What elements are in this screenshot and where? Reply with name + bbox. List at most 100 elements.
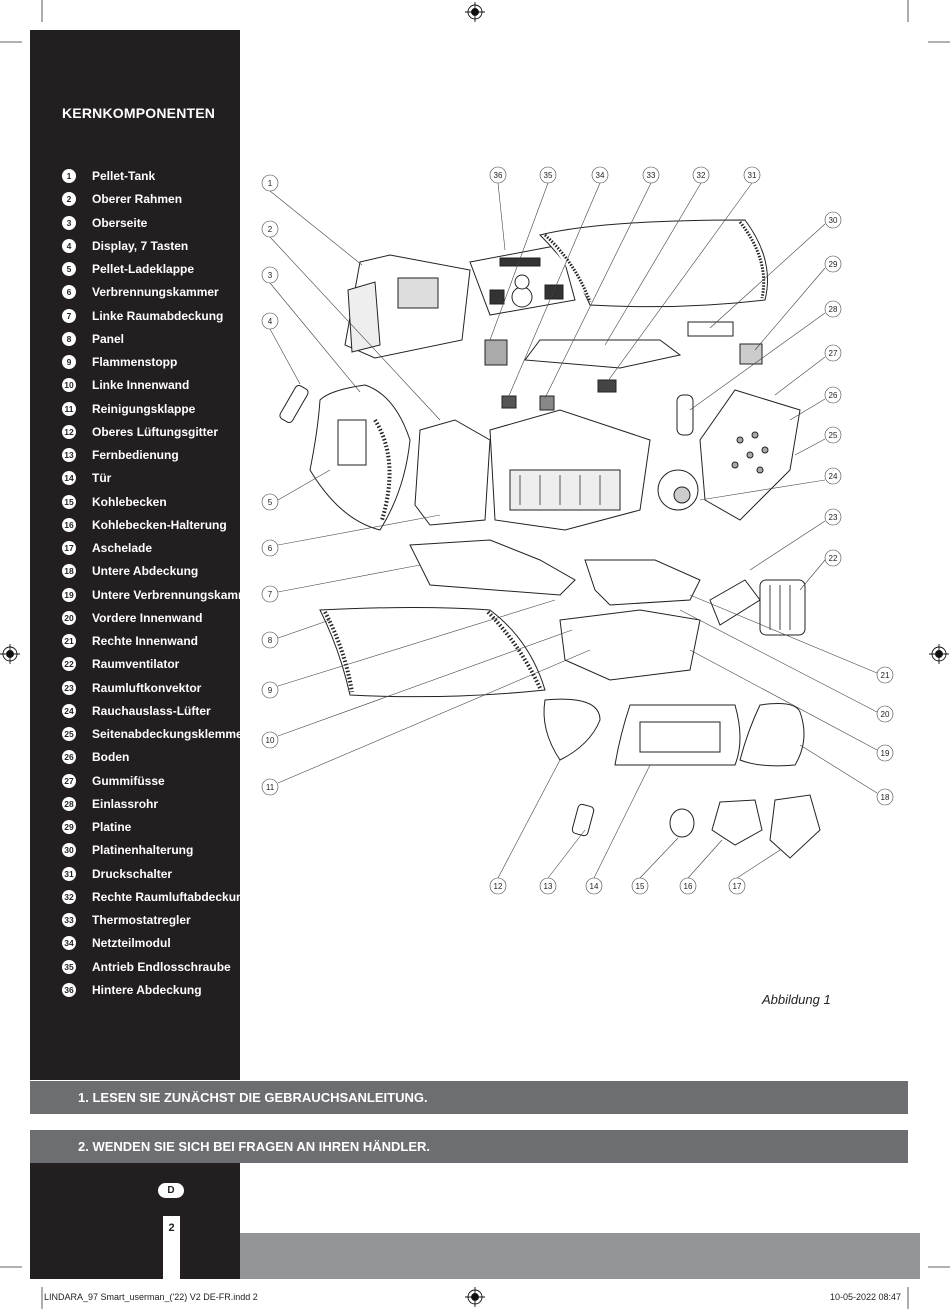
callout-25: 25 (824, 426, 842, 444)
part-number-badge: 32 (62, 889, 76, 904)
svg-text:24: 24 (829, 472, 838, 481)
part-label: Pellet-Tank (92, 169, 156, 183)
part-number-badge: 6 (62, 285, 76, 300)
part-number-badge: 17 (62, 541, 76, 555)
callout-31: 31 (743, 166, 761, 184)
svg-text:30: 30 (829, 216, 838, 225)
callout-19: 19 (876, 744, 894, 762)
part-label: Thermostatregler (92, 913, 191, 927)
part-item: 32 Rechte Raumluftabdeckung (62, 887, 251, 907)
part-label: Verbrennungskammer (92, 285, 219, 300)
part-number-badge: 2 (62, 192, 76, 207)
part-label: Linke Raumabdeckung (92, 308, 224, 323)
svg-text:18: 18 (881, 793, 890, 802)
part-item: 18 Untere Abdeckung (62, 561, 198, 581)
part-item: 23 Raumluftkonvektor (62, 678, 201, 698)
part-label: Tür (92, 471, 112, 486)
svg-text:8: 8 (268, 636, 273, 645)
svg-text:36: 36 (494, 171, 503, 180)
svg-text:17: 17 (733, 882, 742, 891)
part-label: Rechte Innenwand (92, 634, 199, 648)
callout-28: 28 (824, 300, 842, 318)
svg-text:9: 9 (268, 686, 273, 695)
svg-text:3: 3 (268, 271, 273, 280)
part-label: Rauchauslass-Lüfter (92, 703, 211, 718)
language-badge: D (158, 1183, 184, 1198)
part-label: Gummifüsse (92, 773, 165, 788)
callout-16: 16 (679, 877, 697, 895)
part-number-badge: 28 (62, 796, 76, 811)
callout-29: 29 (824, 255, 842, 273)
svg-text:33: 33 (647, 171, 656, 180)
part-number-badge: 21 (62, 634, 76, 648)
footer-filename: LINDARA_97 Smart_userman_('22) V2 DE-FR.… (44, 1292, 258, 1302)
part-label: Fernbedienung (92, 448, 179, 462)
part-number-badge: 36 (62, 982, 76, 997)
callout-35: 35 (539, 166, 557, 184)
svg-text:11: 11 (266, 783, 275, 792)
part-item: 36 Hintere Abdeckung (62, 980, 202, 1000)
callout-5: 5 (261, 493, 279, 511)
callout-36: 36 (489, 166, 507, 184)
part-item: 7 Linke Raumabdeckung (62, 306, 223, 326)
callout-7: 7 (261, 585, 279, 603)
callout-22: 22 (824, 549, 842, 567)
part-label: Oberes Lüftungsgitter (92, 424, 219, 439)
svg-text:27: 27 (829, 349, 838, 358)
part-number-badge: 35 (62, 959, 76, 974)
part-label: Kohlebecken (92, 494, 167, 509)
part-label: Raumluftkonvektor (92, 680, 202, 695)
bottom-bar (240, 1233, 920, 1279)
part-label: Display, 7 Tasten (92, 238, 189, 253)
part-number-badge: 18 (62, 564, 76, 579)
part-number-badge: 26 (62, 750, 76, 765)
svg-text:25: 25 (829, 431, 838, 440)
svg-text:23: 23 (829, 513, 838, 522)
part-number-badge: 27 (62, 773, 76, 788)
part-label: Untere Verbrennungskammer (92, 587, 261, 602)
callout-6: 6 (261, 539, 279, 557)
callout-4: 4 (261, 312, 279, 330)
part-item: 26 Boden (62, 747, 129, 767)
sidebar-title: KERNKOMPONENTEN (62, 105, 216, 121)
figure-caption: Abbildung 1 (762, 992, 831, 1007)
part-label: Hintere Abdeckung (92, 982, 202, 997)
part-label: Reinigungsklappe (92, 401, 196, 416)
callout-20: 20 (876, 705, 894, 723)
part-number-badge: 20 (62, 610, 76, 625)
part-number-badge: 7 (62, 308, 76, 323)
part-label: Seitenabdeckungsklemme (92, 727, 243, 741)
part-label: Vordere Innenwand (92, 610, 203, 625)
part-label: Druckschalter (92, 866, 173, 881)
part-number-badge: 23 (62, 680, 76, 695)
svg-text:10: 10 (266, 736, 275, 745)
footer-datetime: 10-05-2022 08:47 (830, 1292, 902, 1302)
svg-text:28: 28 (829, 305, 838, 314)
part-item: 27 Gummifüsse (62, 771, 165, 791)
part-label: Rechte Raumluftabdeckung (92, 889, 251, 904)
part-number-badge: 25 (62, 727, 76, 741)
part-label: Pellet-Ladeklappe (92, 262, 195, 276)
part-label: Boden (92, 750, 130, 765)
part-label: Antrieb Endlosschraube (92, 959, 231, 974)
svg-text:12: 12 (494, 882, 503, 891)
part-number-badge: 5 (62, 262, 76, 276)
part-item: 6 Verbrennungskammer (62, 282, 219, 302)
svg-text:6: 6 (268, 544, 273, 553)
part-number-badge: 3 (62, 215, 76, 230)
callout-26: 26 (824, 386, 842, 404)
part-label: Einlassrohr (92, 796, 159, 811)
svg-text:2: 2 (268, 225, 273, 234)
part-label: Untere Abdeckung (92, 564, 199, 579)
part-label: Oberseite (92, 215, 148, 230)
